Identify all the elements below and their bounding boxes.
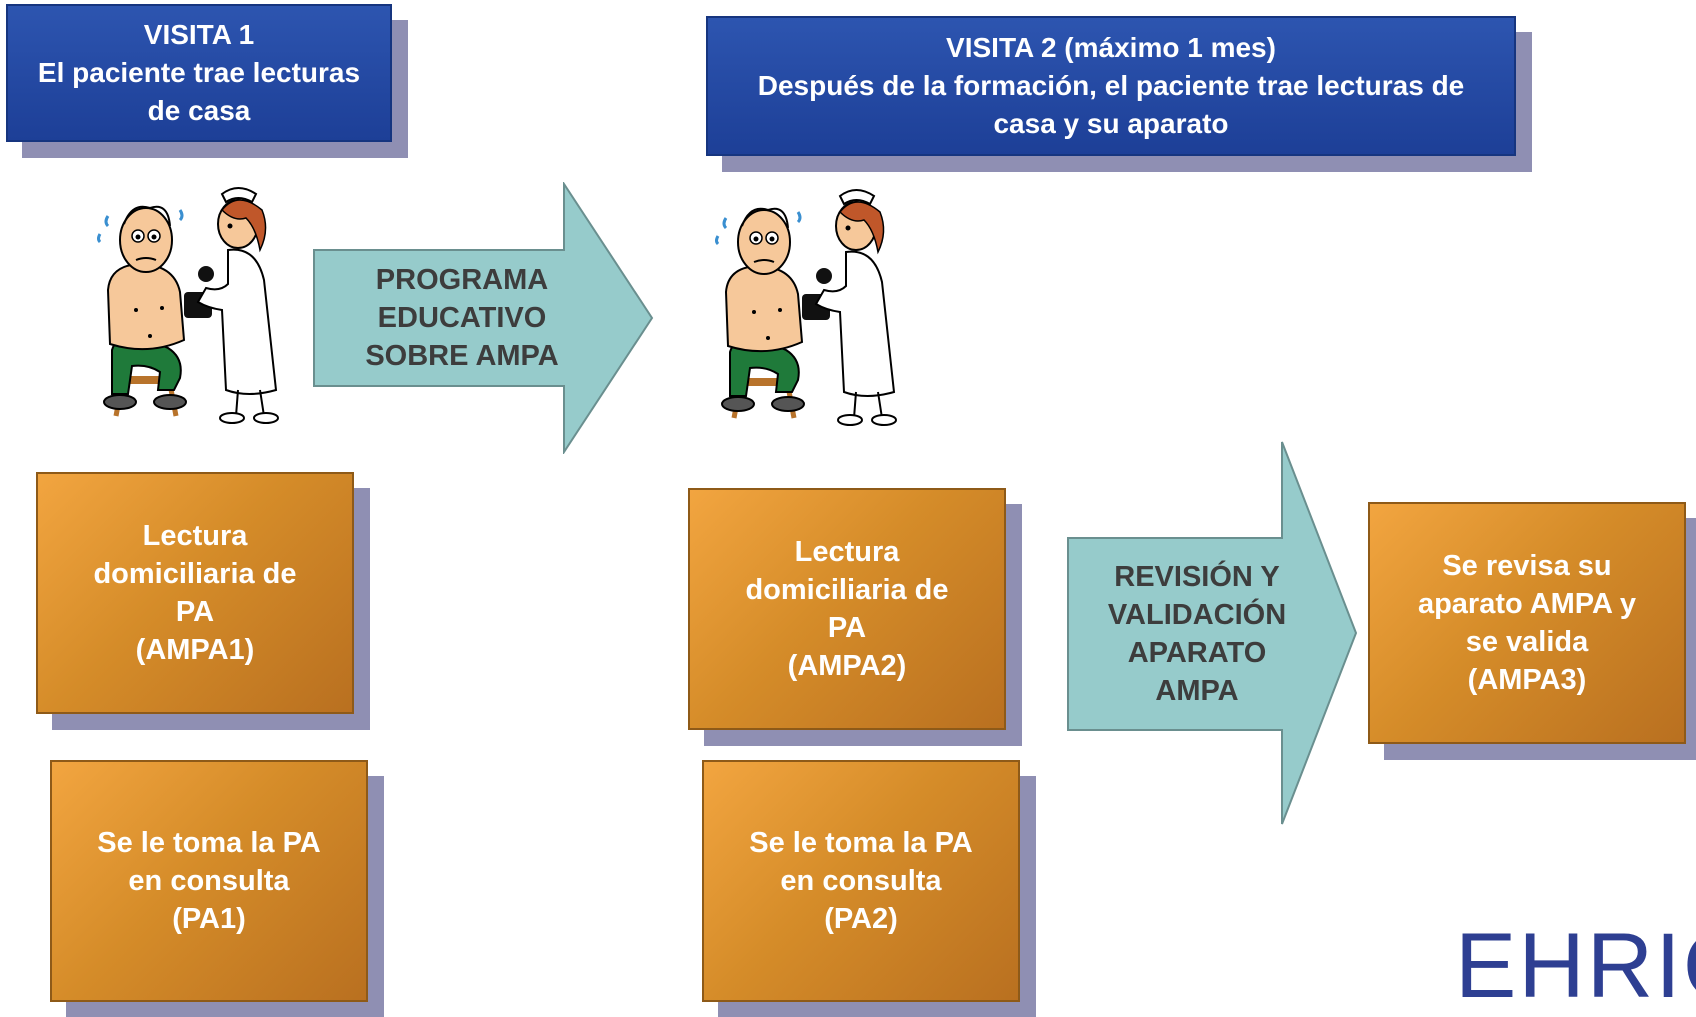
box-pa2-line-3: (PA2) [824,903,898,935]
box-pa2-line-1: Se le toma la PA [749,827,973,859]
visit-1-header: VISITA 1 El paciente trae lecturas de ca… [6,4,392,142]
box-pa1-line-2: en consulta [128,865,290,897]
box-ampa3-line-1: Se revisa su [1442,550,1612,582]
box-ampa3-line-3: se valida [1465,626,1589,658]
box-pa2-line-2: en consulta [780,865,942,897]
arrow-revision-validacion: REVISIÓN Y VALIDACIÓN APARATO AMPA [1066,440,1358,826]
arrow-revision-line-1: REVISIÓN Y [1114,561,1280,593]
arrow-programa-line-1: PROGRAMA [375,264,549,296]
box-pa2: Se le toma la PA en consulta (PA2) [702,760,1020,1002]
box-ampa1-line-2: domiciliaria de [93,558,297,590]
box-ampa1-line-3: PA [175,596,215,628]
box-ampa1: Lectura domiciliaria de PA (AMPA1) [36,472,354,714]
visit-1-line-2: El paciente trae lecturas [37,57,361,88]
visit-2-title: VISITA 2 (máximo 1 mes) [946,32,1276,63]
box-ampa3-line-2: aparato AMPA y [1417,588,1637,620]
box-ampa2-line-4: (AMPA2) [787,650,907,682]
nurse-patient-illustration-2 [715,189,897,426]
box-ampa2: Lectura domiciliaria de PA (AMPA2) [688,488,1006,730]
arrow-programa-label: PROGRAMA EDUCATIVO SOBRE AMPA [312,250,612,386]
visit-2-line-3: casa y su aparato [993,108,1229,139]
box-ampa3-line-4: (AMPA3) [1467,664,1587,696]
arrow-revision-line-3: APARATO [1127,637,1267,669]
box-pa1-line-1: Se le toma la PA [97,827,321,859]
box-ampa2-line-2: domiciliaria de [745,574,949,606]
box-pa1: Se le toma la PA en consulta (PA1) [50,760,368,1002]
box-pa1-line-3: (PA1) [172,903,246,935]
visit-2-header: VISITA 2 (máximo 1 mes) Después de la fo… [706,16,1516,156]
ehric-logo: EHRIC [1455,915,1696,1017]
arrow-programa-line-2: EDUCATIVO [377,302,547,334]
box-ampa2-line-1: Lectura [794,536,900,568]
visit-1-line-3: de casa [147,95,251,126]
arrow-revision-line-2: VALIDACIÓN [1107,599,1287,631]
box-ampa3: Se revisa su aparato AMPA y se valida (A… [1368,502,1686,744]
box-ampa1-line-1: Lectura [142,520,248,552]
arrow-programa-line-3: SOBRE AMPA [365,340,559,372]
visit-2-line-2: Después de la formación, el paciente tra… [757,70,1465,101]
visit-1-title: VISITA 1 [143,19,255,50]
nurse-patient-illustration-1 [97,187,279,424]
right-arrow-shape [313,182,654,454]
arrow-revision-line-4: AMPA [1155,675,1239,707]
right-arrow-shape-2 [1067,441,1358,825]
arrow-programa-educativo: PROGRAMA EDUCATIVO SOBRE AMPA [312,182,654,454]
box-ampa1-line-4: (AMPA1) [135,634,255,666]
box-ampa2-line-3: PA [827,612,867,644]
arrow-revision-label: REVISIÓN Y VALIDACIÓN APARATO AMPA [1066,538,1328,730]
